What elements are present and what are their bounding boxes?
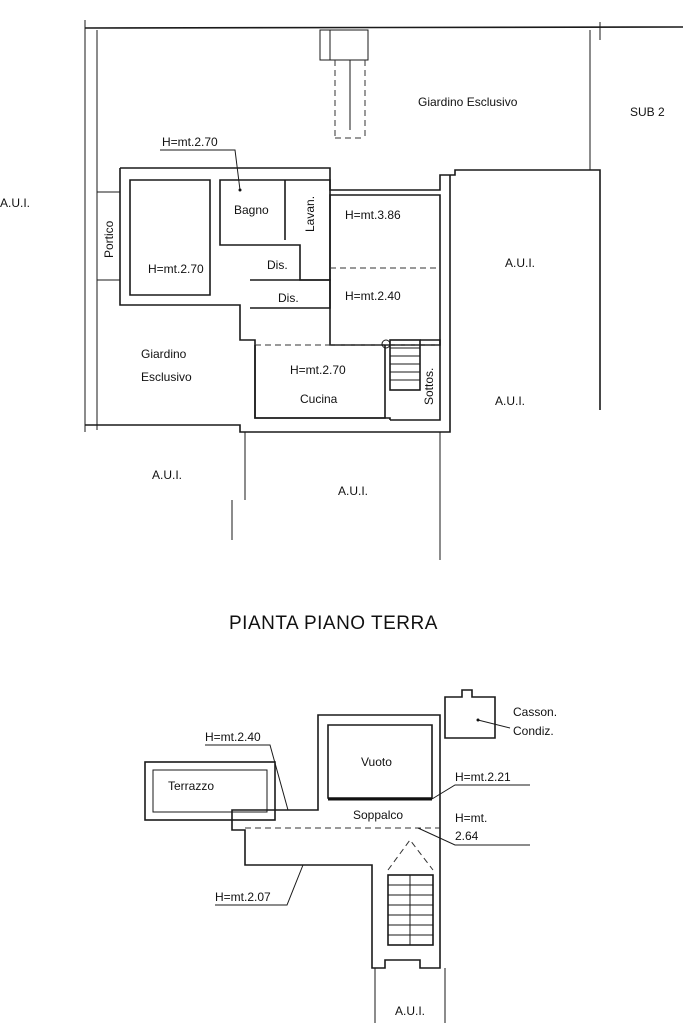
aui-right-1-label: A.U.I. xyxy=(505,256,535,270)
cassone-leader xyxy=(477,719,511,729)
dis-1-label: Dis. xyxy=(267,258,288,272)
aui-bottom-left-label: A.U.I. xyxy=(152,468,182,482)
stair-dashed-roof xyxy=(387,839,434,871)
giardino-label-line2: Esclusivo xyxy=(141,370,192,384)
house-top-wall xyxy=(120,167,601,410)
first-floor-outline xyxy=(231,714,441,969)
sub2-label: SUB 2 xyxy=(630,105,665,119)
terrazzo-inner xyxy=(152,769,268,813)
cassone-label-1: Casson. xyxy=(513,705,557,719)
terrazzo-outer xyxy=(144,761,276,821)
room-left xyxy=(129,179,211,296)
leader-h207 xyxy=(215,864,304,906)
stair-ground xyxy=(389,339,421,391)
h270-cucina-label: H=mt.2.70 xyxy=(290,363,346,377)
h264-label-line1: H=mt. xyxy=(455,811,487,825)
soppalco-label: Soppalco xyxy=(353,808,403,822)
aui-top-left-label: A.U.I. xyxy=(0,196,30,210)
h240-label: H=mt.2.40 xyxy=(345,289,401,303)
leader-h221 xyxy=(431,784,530,800)
leader-h240 xyxy=(205,744,289,811)
cassone-label-2: Condiz. xyxy=(513,724,554,738)
ground-floor-plan: A.U.I. SUB 2 Giardino Esclusivo H=mt.2.7… xyxy=(0,20,683,560)
aui-bottom-center-label: A.U.I. xyxy=(338,484,368,498)
cassone-box xyxy=(444,689,496,739)
terrazzo-label: Terrazzo xyxy=(168,779,214,793)
shaft-box xyxy=(319,29,369,61)
leader-dot xyxy=(238,188,242,192)
house-bottom-wall xyxy=(85,175,451,433)
portico-label: Portico xyxy=(102,220,116,258)
h221-label: H=mt.2.21 xyxy=(455,770,511,784)
leader-h270-top xyxy=(160,149,241,191)
h240-first-label: H=mt.2.40 xyxy=(205,730,261,744)
kitchen-room xyxy=(254,345,386,419)
giardino-label-line1: Giardino xyxy=(141,347,187,361)
top-boundary-line xyxy=(84,26,683,29)
ground-floor-title: PIANTA PIANO TERRA xyxy=(229,613,438,634)
aui-first-bottom-label: A.U.I. xyxy=(395,1004,425,1018)
aui-right-2-label: A.U.I. xyxy=(495,394,525,408)
sottos-room xyxy=(390,339,441,421)
leader-h264 xyxy=(417,827,530,846)
h264-label-line2: 2.64 xyxy=(455,829,479,843)
first-floor-plan: Casson. Condiz. H=mt.2.40 Vuoto Terrazzo… xyxy=(144,689,557,1023)
dis-2-label: Dis. xyxy=(278,291,299,305)
h386-label: H=mt.3.86 xyxy=(345,208,401,222)
bagno-label: Bagno xyxy=(234,203,269,217)
giardino-esclusivo-top-label: Giardino Esclusivo xyxy=(418,95,518,109)
h270-top-label: H=mt.2.70 xyxy=(162,135,218,149)
sottos-label: Sottos. xyxy=(422,368,436,405)
cucina-label: Cucina xyxy=(300,392,338,406)
vuoto-label: Vuoto xyxy=(361,755,392,769)
h270-left-label: H=mt.2.70 xyxy=(148,262,204,276)
h207-label: H=mt.2.07 xyxy=(215,890,271,904)
lavan-label: Lavan. xyxy=(303,196,317,232)
stair-marker xyxy=(381,339,391,349)
